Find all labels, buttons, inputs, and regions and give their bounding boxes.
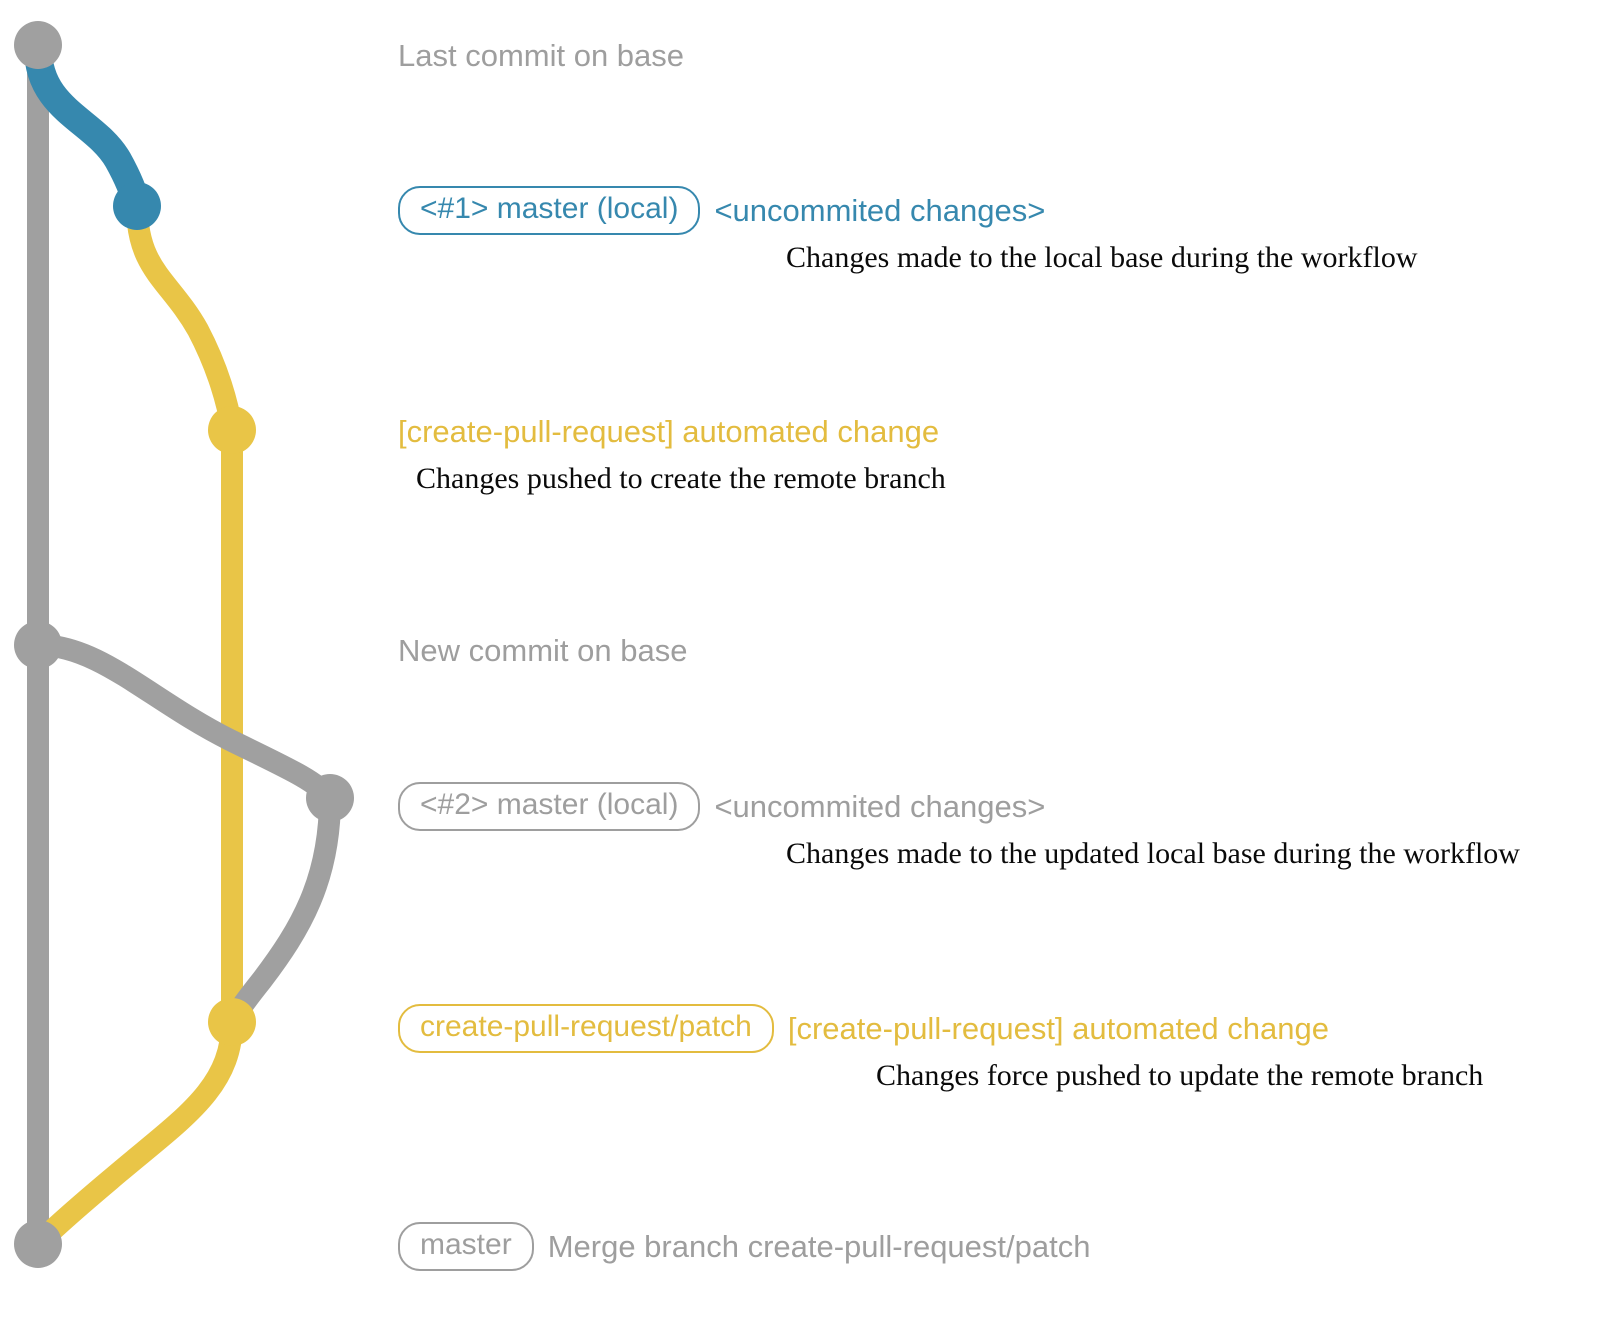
- new-commit-on-base-node[interactable]: [14, 621, 62, 669]
- commit-note-remote-2: Changes force pushed to update the remot…: [876, 1059, 1484, 1092]
- commit-row-remote-2: create-pull-request/patch [create-pull-r…: [398, 1004, 1329, 1053]
- remote-commit-2-node[interactable]: [208, 998, 256, 1046]
- remote-branch-merge-edge: [27, 1011, 243, 1255]
- branch-badge-remote-2[interactable]: create-pull-request/patch: [398, 1004, 774, 1053]
- local-commit-2-node[interactable]: [306, 774, 354, 822]
- local-branch-edge-2: [27, 634, 341, 809]
- commit-row-local-1: <#1> master (local) <uncommited changes>: [398, 186, 1045, 235]
- commit-note-local-2: Changes made to the updated local base d…: [786, 837, 1520, 870]
- remote-commit-1-node[interactable]: [208, 406, 256, 454]
- local-commit-1-node[interactable]: [113, 182, 161, 230]
- commit-subject-last-commit-on-base: Last commit on base: [398, 38, 685, 73]
- commit-subject-merge: Merge branch create-pull-request/patch: [547, 1229, 1091, 1264]
- commit-note-remote-1: Changes pushed to create the remote bran…: [416, 462, 946, 495]
- commit-subject-local-1: <uncommited changes>: [714, 193, 1046, 228]
- commit-note-local-1: Changes made to the local base during th…: [786, 241, 1418, 274]
- commit-row-merge: master Merge branch create-pull-request/…: [398, 1222, 1090, 1271]
- branch-badge-local-2[interactable]: <#2> master (local): [398, 782, 701, 831]
- commit-graph: [14, 21, 354, 1268]
- commit-subject-remote-1: [create-pull-request] automated change: [398, 414, 940, 449]
- commit-row-local-2: <#2> master (local) <uncommited changes>: [398, 782, 1045, 831]
- branch-badge-local-1[interactable]: <#1> master (local): [398, 186, 701, 235]
- last-commit-on-base-node[interactable]: [14, 21, 62, 69]
- merge-commit-node[interactable]: [14, 1220, 62, 1268]
- branch-badge-master[interactable]: master: [398, 1222, 534, 1271]
- commit-subject-remote-2: [create-pull-request] automated change: [787, 1011, 1329, 1046]
- commit-subject-local-2: <uncommited changes>: [714, 789, 1046, 824]
- remote-branch-edge-1: [126, 195, 243, 441]
- commit-subject-new-commit-on-base: New commit on base: [398, 633, 688, 668]
